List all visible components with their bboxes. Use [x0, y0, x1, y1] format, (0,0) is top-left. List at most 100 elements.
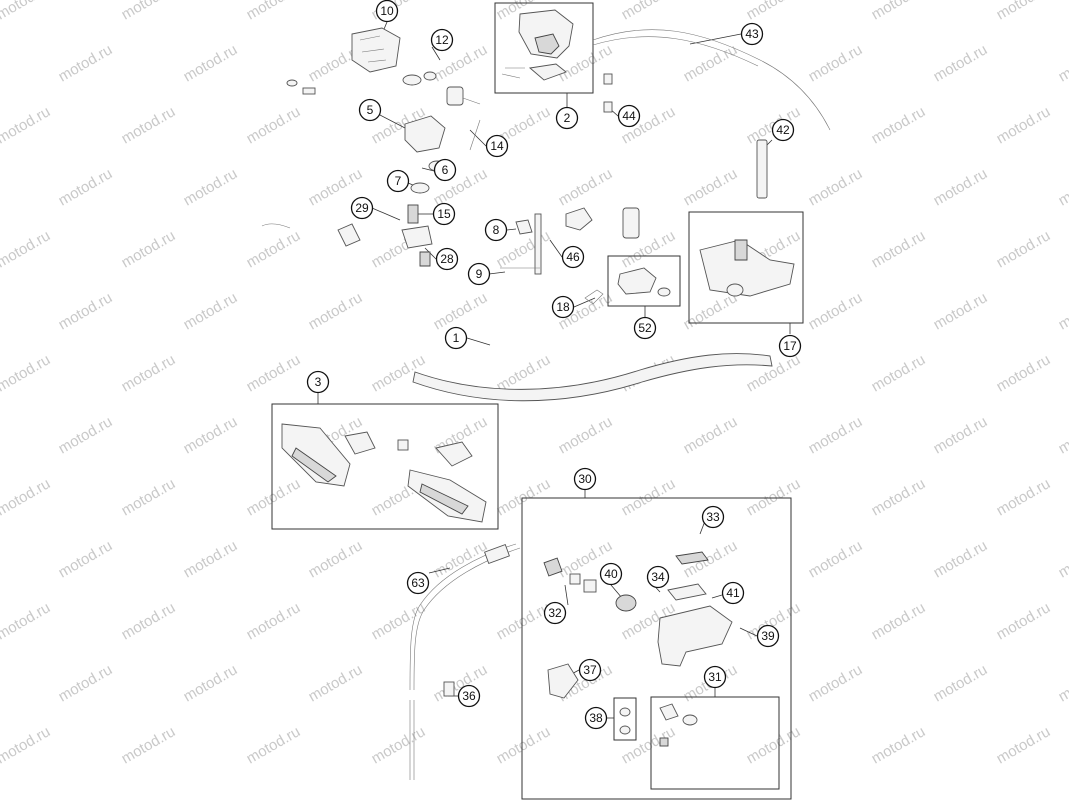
callout-42: 42 — [771, 118, 795, 142]
svg-text:2: 2 — [564, 111, 571, 125]
watermark-text: motod.ru — [306, 289, 366, 333]
watermark-text: motod.ru — [181, 289, 241, 333]
callout-1: 1 — [444, 326, 468, 350]
svg-text:37: 37 — [583, 663, 597, 677]
watermark-text: motod.ru — [994, 351, 1054, 395]
watermark-text: motod.ru — [56, 537, 116, 581]
callout-52: 52 — [633, 316, 657, 340]
svg-text:29: 29 — [355, 201, 369, 215]
callout-6: 6 — [433, 158, 457, 182]
watermark-text: motod.ru — [1056, 289, 1069, 333]
watermark-text: motod.ru — [806, 661, 866, 705]
watermark-text: motod.ru — [806, 537, 866, 581]
watermark-text: motod.ru — [931, 537, 991, 581]
watermark-text: motod.ru — [0, 351, 53, 395]
callout-5: 5 — [358, 98, 382, 122]
watermark-text: motod.ru — [431, 537, 491, 581]
callout-44: 44 — [617, 104, 641, 128]
watermark-text: motod.ru — [494, 599, 554, 643]
callout-41: 41 — [721, 581, 745, 605]
group-box-3 — [271, 403, 499, 530]
callout-46: 46 — [561, 245, 585, 269]
svg-text:44: 44 — [622, 109, 636, 123]
watermark-text: motod.ru — [744, 0, 804, 23]
watermark-text: motod.ru — [244, 351, 304, 395]
callout-9: 9 — [467, 262, 491, 286]
callout-14: 14 — [485, 134, 509, 158]
svg-text:9: 9 — [476, 267, 483, 281]
callout-15: 15 — [432, 202, 456, 226]
svg-text:39: 39 — [761, 629, 775, 643]
callout-2: 2 — [555, 106, 579, 130]
svg-text:12: 12 — [435, 33, 449, 47]
watermark-text: motod.ru — [181, 413, 241, 457]
parts-drawing — [261, 9, 831, 780]
watermark-text: motod.ru — [119, 475, 179, 519]
watermark-text: motod.ru — [119, 599, 179, 643]
watermark-text: motod.ru — [181, 537, 241, 581]
watermark-text: motod.ru — [0, 723, 53, 767]
callout-38: 38 — [584, 706, 608, 730]
watermark-text: motod.ru — [994, 0, 1054, 23]
callout-31: 31 — [703, 665, 727, 689]
svg-text:36: 36 — [462, 689, 476, 703]
group-box-30 — [521, 497, 792, 800]
watermark-text: motod.ru — [994, 599, 1054, 643]
watermark-text: motod.ru — [806, 165, 866, 209]
watermark-text: motod.ru — [181, 165, 241, 209]
watermark-text: motod.ru — [306, 537, 366, 581]
svg-text:31: 31 — [708, 670, 722, 684]
watermark-text: motod.ru — [0, 475, 53, 519]
callout-10: 10 — [375, 0, 399, 23]
svg-text:42: 42 — [776, 123, 790, 137]
watermark-text: motod.ru — [931, 661, 991, 705]
watermark-text: motod.ru — [806, 289, 866, 333]
svg-text:30: 30 — [578, 472, 592, 486]
callout-29: 29 — [350, 196, 374, 220]
svg-text:18: 18 — [556, 300, 570, 314]
svg-text:17: 17 — [783, 339, 797, 353]
watermark-text: motod.ru — [244, 723, 304, 767]
watermark-text: motod.ru — [244, 103, 304, 147]
callout-3: 3 — [306, 370, 330, 394]
group-box-52 — [607, 255, 681, 307]
svg-text:14: 14 — [490, 139, 504, 153]
watermark-text: motod.ru — [744, 475, 804, 519]
watermark-text: motod.ru — [869, 723, 929, 767]
svg-text:46: 46 — [566, 250, 580, 264]
watermark-text: motod.ru — [869, 0, 929, 23]
watermark-text: motod.ru — [0, 103, 53, 147]
svg-text:15: 15 — [437, 207, 451, 221]
watermark-text: motod.ru — [1056, 537, 1069, 581]
callout-28: 28 — [435, 247, 459, 271]
group-box-38 — [613, 697, 637, 741]
watermark-text: motod.ru — [0, 599, 53, 643]
svg-text:10: 10 — [380, 4, 394, 18]
watermark-text: motod.ru — [869, 475, 929, 519]
svg-text:43: 43 — [745, 27, 759, 41]
watermark-text: motod.ru — [0, 0, 53, 23]
watermark-text: motod.ru — [119, 227, 179, 271]
callout-63: 63 — [406, 571, 430, 595]
callout-36: 36 — [457, 684, 481, 708]
watermark-text: motod.ru — [931, 41, 991, 85]
callout-39: 39 — [756, 624, 780, 648]
svg-text:41: 41 — [726, 586, 740, 600]
watermark-text: motod.ru — [1056, 413, 1069, 457]
watermark-text: motod.ru — [619, 0, 679, 23]
watermark-text: motod.ru — [806, 413, 866, 457]
watermark-text: motod.ru — [681, 41, 741, 85]
watermark-text: motod.ru — [556, 413, 616, 457]
svg-text:63: 63 — [411, 576, 425, 590]
watermark-text: motod.ru — [1056, 165, 1069, 209]
callout-30: 30 — [573, 467, 597, 491]
svg-text:3: 3 — [315, 375, 322, 389]
watermark-text: motod.ru — [181, 661, 241, 705]
watermark-text: motod.ru — [1056, 661, 1069, 705]
watermark-text: motod.ru — [869, 103, 929, 147]
callout-43: 43 — [740, 22, 764, 46]
watermark-text: motod.ru — [244, 0, 304, 23]
watermark-text: motod.ru — [931, 165, 991, 209]
watermark-text: motod.ru — [244, 227, 304, 271]
